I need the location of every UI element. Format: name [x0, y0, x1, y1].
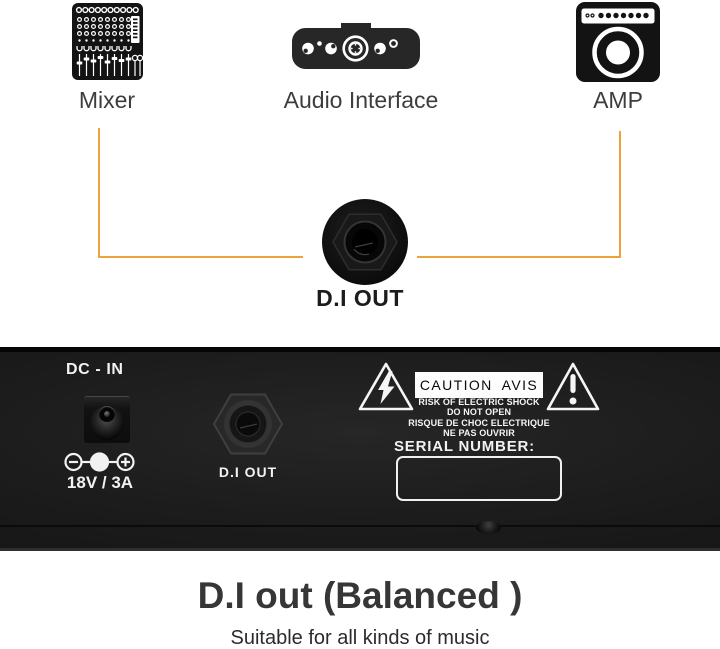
panel-top-edge	[0, 347, 720, 352]
audio-interface-icon	[292, 23, 420, 69]
panel-crease-line	[0, 525, 720, 527]
dc-jack-hole	[99, 406, 115, 422]
device-label-amp: AMP	[593, 87, 643, 113]
rear-panel-photo: DC - IN 18V / 3A	[0, 347, 720, 551]
connector-line-right	[417, 131, 621, 258]
quarter-inch-jack-icon	[213, 393, 283, 455]
dc-barrel-jack	[84, 396, 130, 443]
dc-jack-ring	[90, 406, 124, 440]
panel-screw	[476, 521, 501, 534]
quarter-inch-jack-photo	[322, 199, 408, 285]
page-subtitle: Suitable for all kinds of music	[230, 627, 490, 649]
panel-di-out-label: D.I OUT	[218, 464, 278, 480]
warning-line: NE PAS OUVRIR	[443, 427, 515, 438]
device-label-mixer: Mixer	[78, 87, 136, 113]
connector-line-left	[98, 128, 303, 258]
page-title: D.I out (Balanced )	[197, 575, 523, 616]
caution-title-en: CAUTION	[419, 377, 493, 393]
warning-line: RISK OF ELECTRIC SHOCK	[418, 397, 540, 407]
serial-number-box	[396, 456, 562, 501]
serial-number-label: SERIAL NUMBER:	[394, 438, 535, 455]
warning-line: RISQUE DE CHOC ELECTRIQUE	[408, 418, 550, 428]
high-voltage-triangle-icon	[358, 362, 414, 411]
caution-avis-plate: CAUTION AVIS	[415, 372, 543, 398]
mixer-icon	[72, 3, 143, 80]
device-label-audio-interface: Audio Interface	[283, 87, 439, 113]
caution-title-fr: AVIS	[501, 377, 539, 393]
panel-bottom-edge	[0, 548, 720, 551]
diagram-di-out-label: D.I OUT	[316, 285, 404, 311]
shock-warning-text: RISK OF ELECTRIC SHOCK DO NOT OPEN RISQU…	[399, 397, 559, 438]
dc-jack-pin	[104, 411, 110, 417]
dc-polarity-icon	[64, 452, 135, 472]
exclamation-triangle-icon	[546, 362, 600, 411]
warning-line: DO NOT OPEN	[446, 406, 512, 417]
power-rating-label: 18V / 3A	[66, 473, 134, 492]
amp-icon	[576, 2, 660, 82]
dc-in-label: DC - IN	[66, 361, 124, 378]
